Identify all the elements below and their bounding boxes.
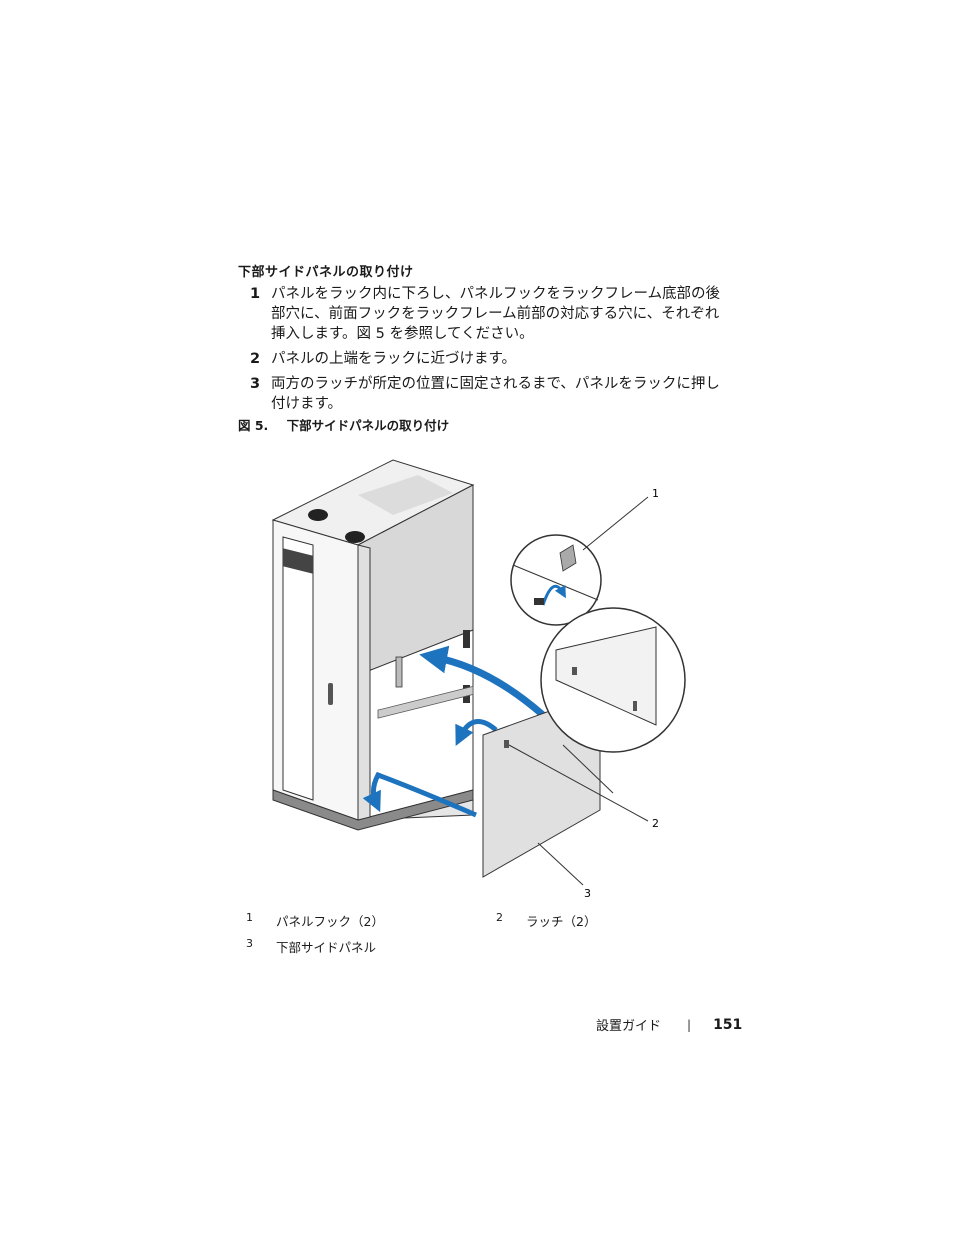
rack-diagram-svg: 1 2 3 xyxy=(271,459,686,900)
legend-number: 1 xyxy=(246,911,253,924)
callout-2: 2 xyxy=(652,817,659,830)
figure-caption: 図 5. 下部サイドパネルの取り付け xyxy=(238,415,449,434)
legend-label: ラッチ（2） xyxy=(526,914,597,929)
step-text: 両方のラッチが所定の位置に固定されるまで、パネルをラックに押し付けます。 xyxy=(271,376,720,412)
step-text: パネルをラック内に下ろし、パネルフックをラックフレーム底部の後部穴に、前面フック… xyxy=(271,286,721,342)
detail-magnifier-top xyxy=(510,534,602,626)
installation-arrows xyxy=(362,645,546,818)
callout-1: 1 xyxy=(652,487,659,500)
step-number: 3 xyxy=(250,376,261,392)
step-text: パネルの上端をラックに近づけます。 xyxy=(271,351,517,367)
legend-number: 3 xyxy=(246,937,253,950)
step-number: 2 xyxy=(250,351,261,367)
legend-label: パネルフック（2） xyxy=(276,914,384,929)
page-number: 151 xyxy=(713,1016,743,1033)
callout-lines xyxy=(508,496,649,886)
page-footer: 設置ガイド | 151 xyxy=(596,1015,743,1035)
step-item: 1 パネルをラック内に下ろし、パネルフックをラックフレーム底部の後部穴に、前面フ… xyxy=(238,284,738,344)
legend-item: 3 下部サイドパネル xyxy=(246,937,376,956)
step-item: 2 パネルの上端をラックに近づけます。 xyxy=(238,349,738,369)
legend-label: 下部サイドパネル xyxy=(276,940,377,955)
step-list: 1 パネルをラック内に下ろし、パネルフックをラックフレーム底部の後部穴に、前面フ… xyxy=(238,284,738,419)
legend-item: 2 ラッチ（2） xyxy=(496,911,596,930)
legend-number: 2 xyxy=(496,911,503,924)
detail-magnifier-bottom xyxy=(540,607,686,794)
footer-separator: | xyxy=(687,1017,692,1032)
figure-title: 下部サイドパネルの取り付け xyxy=(286,418,450,433)
rack-illustration: 1 2 3 xyxy=(238,445,718,905)
footer-title: 設置ガイド xyxy=(596,1019,662,1034)
figure-number: 図 5. xyxy=(238,418,269,433)
rack-cabinet xyxy=(271,459,475,831)
step-item: 3 両方のラッチが所定の位置に固定されるまで、パネルをラックに押し付けます。 xyxy=(238,374,738,414)
section-heading: 下部サイドパネルの取り付け xyxy=(238,265,414,280)
callout-3: 3 xyxy=(584,887,591,900)
step-number: 1 xyxy=(250,286,261,302)
legend-item: 1 パネルフック（2） xyxy=(246,911,384,930)
